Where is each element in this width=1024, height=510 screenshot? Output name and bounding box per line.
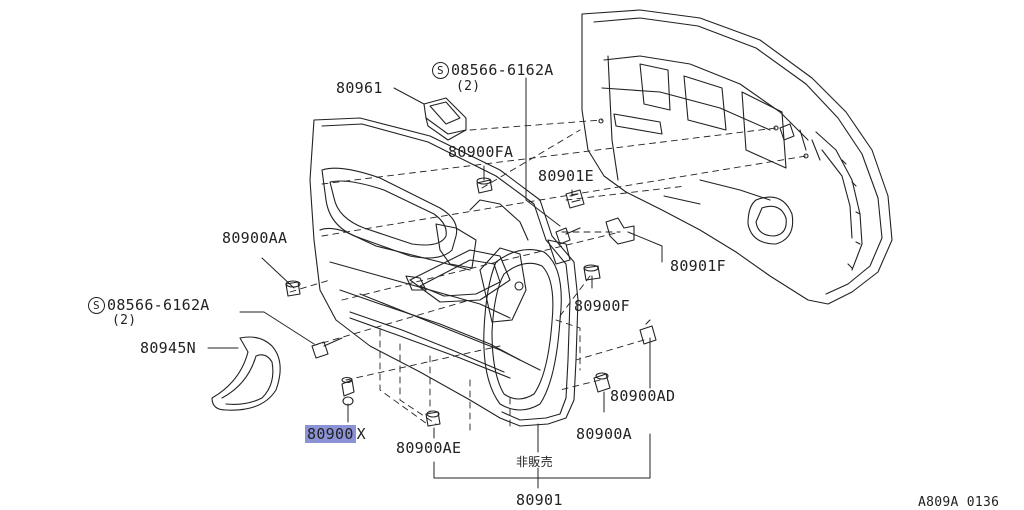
label-not-for-sale: 非販売 (516, 455, 553, 469)
part-80900F-clip (583, 264, 601, 281)
screw-symbol-icon: S (88, 297, 105, 314)
label-80900X-highlighted: 80900 (305, 425, 356, 443)
part-screw-left (311, 337, 343, 359)
part-80900X-clip (341, 376, 355, 406)
part-screw-top (555, 227, 581, 245)
label-08566-left-number: 08566-6162A (107, 296, 210, 314)
part-80900A-clip (593, 372, 611, 393)
label-08566-top-quantity: (2) (456, 79, 481, 94)
label-80900AE: 80900AE (396, 439, 462, 457)
part-80961-switch-bezel (423, 97, 467, 141)
label-80900AD: 80900AD (610, 387, 676, 405)
label-80901F: 80901F (670, 257, 726, 275)
door-body (581, 9, 893, 305)
label-08566-left-quantity: (2) (112, 313, 137, 328)
screw-symbol-icon: S (432, 62, 449, 79)
label-80900X-suffix: X (356, 425, 366, 443)
label-80945N: 80945N (140, 339, 196, 357)
label-80900FA: 80900FA (448, 143, 514, 161)
leader-lines (207, 77, 663, 489)
label-80900F: 80900F (574, 297, 630, 315)
part-80900AE-clip (425, 410, 441, 427)
label-80961: 80961 (336, 79, 383, 97)
part-80901E-clip (565, 189, 585, 209)
part-80900FA-clip (476, 177, 493, 194)
dashed-guide-lines (289, 119, 807, 431)
part-80901F-bracket (605, 217, 635, 245)
part-80945N-pull-handle (211, 336, 281, 411)
label-80900A: 80900A (576, 425, 632, 443)
door-trim-panel (309, 117, 579, 427)
diagram-code: A809A 0136 (918, 495, 1000, 510)
label-80900AA: 80900AA (222, 229, 288, 247)
part-80900AD-clip (639, 319, 657, 345)
label-08566-top-number: 08566-6162A (451, 61, 554, 79)
label-80901: 80901 (516, 491, 563, 509)
label-80901E: 80901E (538, 167, 594, 185)
part-80900AA-clip (285, 280, 301, 297)
